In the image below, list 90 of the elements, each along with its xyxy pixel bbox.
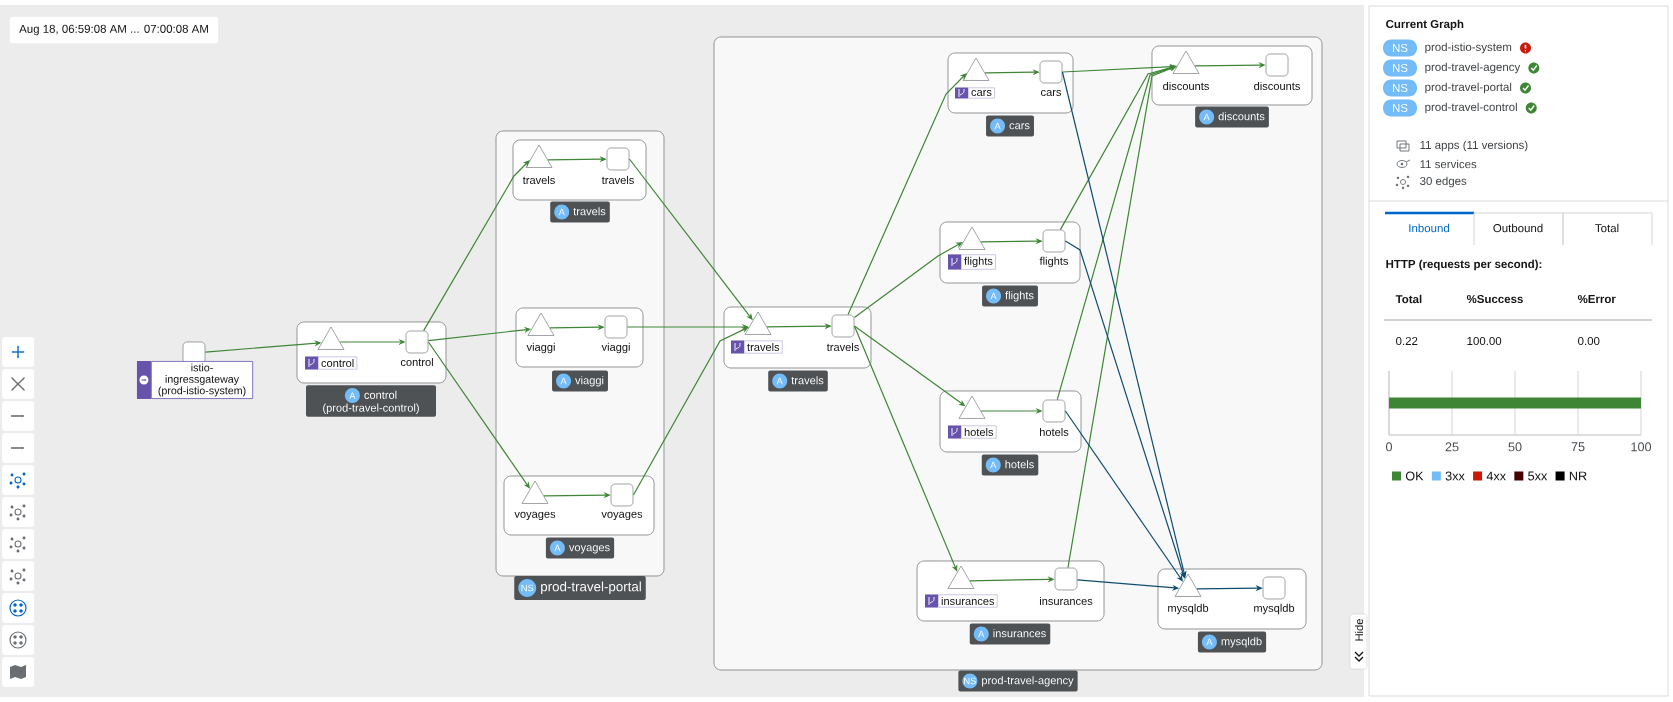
- service-node: viaggi: [598, 315, 634, 356]
- namespace-badge: NS prod-travel-portal: [514, 576, 646, 600]
- node-label: viaggi: [526, 342, 555, 354]
- workload-node: cars: [962, 57, 995, 99]
- node-label: control: [321, 358, 354, 368]
- service-node: travels: [599, 147, 637, 187]
- x-tick-label: 75: [1571, 442, 1585, 452]
- node-label: cars: [1041, 89, 1062, 97]
- section-heading: HTTP (requests per second):: [1386, 259, 1542, 271]
- table-header: %Error: [1577, 294, 1616, 304]
- namespace-name: prod-travel-portal: [1425, 82, 1512, 94]
- node-label: discounts: [1163, 81, 1209, 91]
- workload-node: voyages: [511, 480, 559, 523]
- table-cell: 100.00: [1467, 336, 1502, 346]
- app-badge: A viaggi: [552, 370, 608, 392]
- legend-label: OK: [1405, 471, 1424, 481]
- namespace-badge: NS prod-travel-agency: [958, 670, 1078, 692]
- service-node: control: [397, 330, 437, 369]
- app-badge: A flights: [982, 285, 1038, 307]
- arrow: [847, 73, 967, 316]
- node-label: voyages: [601, 511, 643, 521]
- arrow: [1067, 65, 1177, 569]
- workload-node: viaggi: [523, 312, 559, 356]
- node-label: flights: [964, 256, 993, 268]
- service-node: mysqldb: [1250, 576, 1298, 617]
- legend-label: 3xx: [1445, 471, 1465, 481]
- arrow: [853, 242, 963, 319]
- namespace-name: prod-travel-agency: [1425, 62, 1521, 74]
- arrow: [632, 327, 749, 496]
- node-label: flights: [1039, 256, 1069, 268]
- legend-label: NR: [1569, 471, 1587, 481]
- tab: Total: [1562, 212, 1653, 246]
- table-cell: 0.22: [1396, 336, 1418, 346]
- service-node: travels: [824, 314, 862, 354]
- namespace-name: prod-travel-control: [1425, 102, 1517, 114]
- service-node: voyages: [598, 483, 646, 523]
- legend-label: 5xx: [1528, 471, 1548, 481]
- app-badge: A travels: [550, 201, 610, 223]
- service-node: cars: [1037, 60, 1065, 99]
- workload-node: travels: [744, 311, 783, 354]
- workload-node: insurances: [938, 565, 998, 608]
- app-badge: A control (prod-travel-control): [306, 385, 436, 417]
- node-label: travels: [826, 342, 859, 352]
- x-tick-label: 25: [1445, 442, 1459, 452]
- tab: Outbound: [1473, 212, 1564, 246]
- node-label: mysqldb: [1254, 603, 1295, 615]
- graph-stat: 11 apps (11 versions): [1420, 140, 1528, 152]
- node-label: viaggi: [601, 342, 630, 354]
- service-node: hotels: [1036, 399, 1072, 439]
- x-tick-label: 0: [1385, 442, 1393, 452]
- gateway-node: istio-ingressgateway (prod-istio-system): [136, 341, 254, 399]
- x-tick-label: 50: [1508, 442, 1522, 452]
- service-node: insurances: [1036, 567, 1096, 608]
- app-badge: A travels: [768, 370, 828, 392]
- service-node: flights: [1036, 229, 1072, 270]
- workload-node: discounts: [1159, 50, 1213, 93]
- app-badge: A cars: [986, 115, 1034, 137]
- node-label: insurances: [1039, 596, 1093, 606]
- node-label: voyages: [514, 511, 556, 521]
- section-heading: Current Graph: [1386, 19, 1464, 31]
- service-node: discounts: [1250, 53, 1304, 93]
- table-header: %Success: [1466, 294, 1523, 304]
- workload-node: control: [317, 326, 358, 370]
- graph-stat: 30 edges: [1420, 176, 1467, 188]
- table-cell: 0.00: [1578, 336, 1600, 346]
- node-label: hotels: [964, 427, 994, 437]
- node-label: travels: [747, 342, 780, 352]
- node-label: cars: [971, 89, 992, 97]
- node-label: travels: [522, 175, 555, 185]
- node-label: mysqldb: [1168, 603, 1209, 615]
- node-label: travels: [601, 175, 634, 185]
- legend-label: 4xx: [1486, 471, 1506, 481]
- tab: Inbound: [1385, 211, 1474, 233]
- arrow: [1059, 64, 1177, 231]
- time-range-box: Aug 18, 06:59:08 AM ... 07:00:08 AM: [9, 16, 219, 44]
- hide-tab: Hide: [1349, 613, 1368, 670]
- node-label: discounts: [1254, 81, 1300, 91]
- x-tick-label: 100: [1631, 442, 1652, 452]
- app-badge: A discounts: [1195, 106, 1269, 128]
- workload-node: mysqldb: [1164, 573, 1212, 617]
- namespace-name: prod-istio-system: [1425, 42, 1512, 54]
- workload-node: travels: [520, 144, 558, 187]
- node-label: control: [400, 357, 433, 367]
- workload-node: flights: [958, 226, 996, 270]
- node-label: hotels: [1040, 427, 1069, 437]
- arrow: [853, 325, 958, 572]
- graph-stat: 11 services: [1420, 159, 1477, 169]
- table-header: Total: [1395, 294, 1422, 304]
- workload-node: hotels: [958, 395, 997, 439]
- arrow: [423, 160, 530, 332]
